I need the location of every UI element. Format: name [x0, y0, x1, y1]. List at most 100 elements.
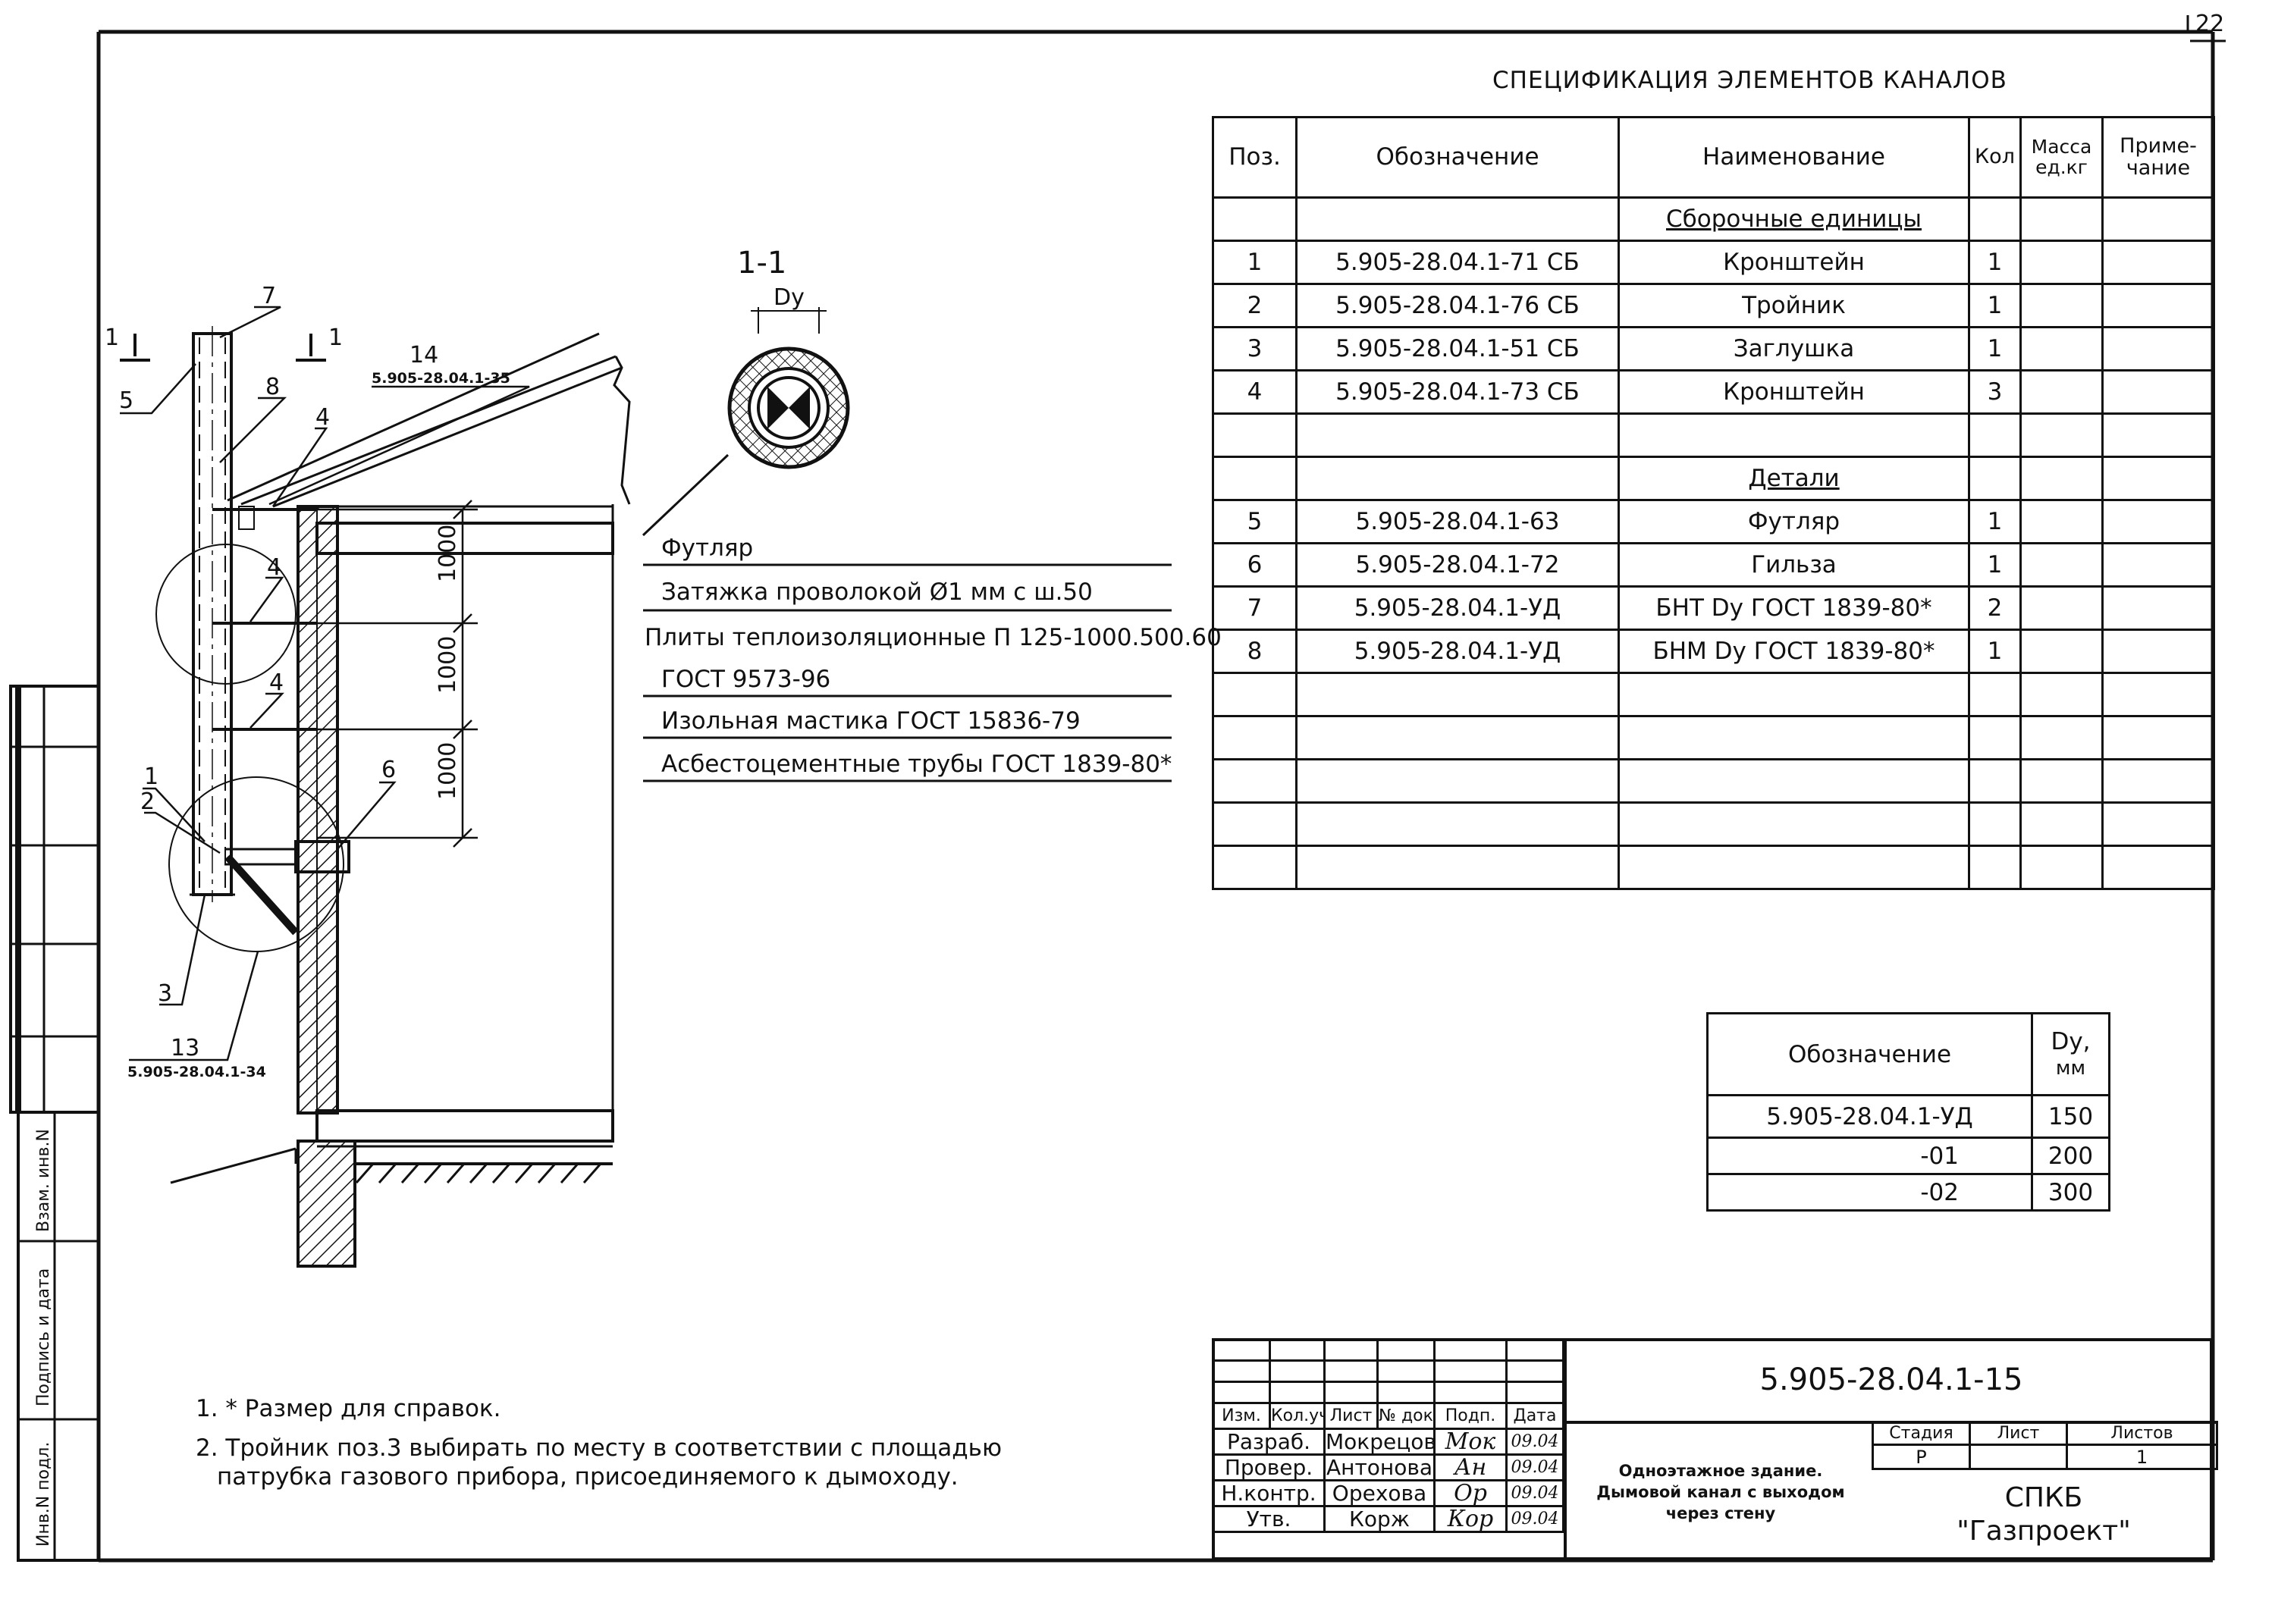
- tb-head-date: Дата: [1505, 1402, 1564, 1430]
- spec-cell-qty: 1: [1968, 499, 2022, 544]
- tb-signature: Ор: [1433, 1479, 1508, 1507]
- dim-1000-a: 1000: [435, 525, 461, 582]
- spec-header-pos: Поз.: [1212, 116, 1298, 199]
- tb-head-izm: Изм.: [1212, 1402, 1271, 1430]
- side-stamp-inv: Инв.N подл.: [34, 1442, 53, 1547]
- stage-table: Стадия Лист Листов Р 1: [1872, 1421, 2218, 1470]
- spec-cell-name: Кронштейн: [1618, 369, 1970, 415]
- spec-cell-qty: 1: [1968, 629, 2022, 674]
- legend-gost-9573: ГОСТ 9573-96: [661, 666, 831, 693]
- dim-1000-c: 1000: [435, 742, 461, 800]
- tb-head-doc: № док: [1376, 1402, 1436, 1430]
- dy-cell-code: -02: [1706, 1173, 2033, 1212]
- description-line-1: Одноэтажное здание.: [1618, 1462, 1823, 1480]
- spec-cell-name: Гильза: [1618, 542, 1970, 588]
- callout-4a: 4: [315, 404, 330, 431]
- legend-wire-tie: Затяжка проволокой Ø1 мм с ш.50: [661, 578, 1093, 606]
- note-2-cont: патрубка газового прибора, присоединяемо…: [217, 1463, 959, 1491]
- spec-header-mass: Масса ед.кг: [2019, 116, 2104, 199]
- table-row: 8 5.905-28.04.1-УД БНМ Dy ГОСТ 1839-80* …: [1212, 629, 2215, 674]
- tee-assembly: [190, 840, 350, 936]
- chimney-pipe: [192, 326, 233, 902]
- callout-1: 1: [144, 763, 158, 790]
- tb-date: 09.04: [1505, 1453, 1564, 1481]
- description-line-2: Дымовой канал с выходом: [1596, 1483, 1845, 1501]
- sheets-label: Листов: [2066, 1421, 2218, 1446]
- spec-cell-pos: 3: [1212, 326, 1298, 372]
- spec-table: Поз. Обозначение Наименование Кол Масса …: [1212, 116, 2215, 890]
- note-2: 2. Тройник поз.3 выбирать по месту в соо…: [196, 1434, 1003, 1462]
- spec-section-assembly: Сборочные единицы: [1618, 196, 1970, 242]
- tb-person: Антонова: [1323, 1453, 1436, 1481]
- spec-title: СПЕЦИФИКАЦИЯ ЭЛЕМЕНТОВ КАНАЛОВ: [1492, 67, 2007, 94]
- spec-cell-name: Заглушка: [1618, 326, 1970, 372]
- side-stamp-grid: [9, 685, 100, 1562]
- title-block: Изм. Кол.уч Лист № док Подп. Дата Разраб…: [1212, 1338, 2218, 1560]
- tb-head-list: Лист: [1323, 1402, 1379, 1430]
- brackets: [212, 506, 317, 731]
- dy-header-dy: Dy,: [2051, 1028, 2091, 1056]
- table-row: 5.905-28.04.1-УД 150: [1706, 1094, 2110, 1139]
- tb-person: Мокрецов: [1323, 1428, 1436, 1456]
- tb-role: Провер.: [1212, 1453, 1326, 1481]
- table-row: Провер. Антонова Ан 09.04: [1212, 1453, 1564, 1481]
- legend-lines: [643, 563, 1172, 782]
- spec-cell-qty: 2: [1968, 585, 2022, 631]
- callout-4b: 4: [267, 554, 281, 581]
- callout-4c: 4: [269, 669, 284, 696]
- legend-insulation-plates: Плиты теплоизоляционные П 125-1000.500.6…: [645, 624, 1222, 651]
- spec-cell-pos: 8: [1212, 629, 1298, 674]
- leader-lines: [120, 306, 530, 1061]
- table-row: 2 5.905-28.04.1-76 СБ Тройник 1: [1212, 283, 2215, 328]
- roof: [227, 332, 631, 508]
- spec-cell-code: 5.905-28.04.1-51 СБ: [1295, 326, 1620, 372]
- table-row: Утв. Корж Кор 09.04: [1212, 1505, 1564, 1533]
- section-label: 1-1: [737, 246, 786, 281]
- spec-cell-name: БНМ Dy ГОСТ 1839-80*: [1618, 629, 1970, 674]
- spec-cell-pos: 7: [1212, 585, 1298, 631]
- spec-cell-qty: 1: [1968, 326, 2022, 372]
- organization: СПКБ "Газпроект": [1875, 1469, 2213, 1560]
- spec-header-row: Поз. Обозначение Наименование Кол Масса …: [1212, 116, 2215, 199]
- spec-header-qty: Кол: [1968, 116, 2022, 199]
- slabs: [315, 504, 614, 1165]
- dy-cell-value: 300: [2031, 1173, 2110, 1212]
- spec-cell-code: 5.905-28.04.1-63: [1295, 499, 1620, 544]
- spec-header-code: Обозначение: [1295, 116, 1620, 199]
- spec-cell-code: 5.905-28.04.1-УД: [1295, 585, 1620, 631]
- table-row: 4 5.905-28.04.1-73 СБ Кронштейн 3: [1212, 369, 2215, 415]
- org-line-1: СПКБ: [2004, 1482, 2083, 1513]
- spec-cell-pos: 6: [1212, 542, 1298, 588]
- spec-header-note: Приме-чание: [2101, 116, 2215, 199]
- spec-cell-pos: 5: [1212, 499, 1298, 544]
- section-1-1-drawing: [642, 307, 850, 537]
- org-line-2: "Газпроект": [1956, 1516, 2131, 1547]
- exterior-wall: [297, 505, 356, 1268]
- tb-date: 09.04: [1505, 1428, 1564, 1456]
- table-row: -02 300: [1706, 1173, 2110, 1212]
- tb-role: Утв.: [1212, 1505, 1326, 1533]
- doc-code: 5.905-28.04.1-15: [1564, 1338, 2216, 1424]
- callout-5: 5: [119, 387, 133, 414]
- callout-2: 2: [140, 788, 155, 815]
- title-block-grid: Изм. Кол.уч Лист № док Подп. Дата Разраб…: [1212, 1338, 1564, 1533]
- spec-cell-qty: 1: [1968, 542, 2022, 588]
- spec-section-details: Детали: [1618, 456, 1970, 501]
- spec-cell-name: Тройник: [1618, 283, 1970, 328]
- spec-cell-qty: 1: [1968, 283, 2022, 328]
- dy-cell-value: 150: [2031, 1094, 2110, 1139]
- cut-mark-right: 1: [328, 324, 343, 351]
- dy-cell-code: -01: [1706, 1136, 2033, 1175]
- note-1: 1. * Размер для справок.: [196, 1395, 501, 1422]
- callout-13: 13: [171, 1035, 199, 1061]
- dy-cell-value: 200: [2031, 1136, 2110, 1175]
- spec-cell-code: 5.905-28.04.1-72: [1295, 542, 1620, 588]
- table-row: 5 5.905-28.04.1-63 Футляр 1: [1212, 499, 2215, 544]
- legend-asbestos-pipes: Асбестоцементные трубы ГОСТ 1839-80*: [661, 751, 1172, 778]
- table-row: Н.контр. Орехова Ор 09.04: [1212, 1479, 1564, 1507]
- dy-cell-code: 5.905-28.04.1-УД: [1706, 1094, 2033, 1139]
- spec-cell-code: 5.905-28.04.1-УД: [1295, 629, 1620, 674]
- dimension-line: [317, 500, 478, 848]
- tb-signature: Кор: [1433, 1505, 1508, 1533]
- spec-cell-code: 5.905-28.04.1-71 СБ: [1295, 240, 1620, 285]
